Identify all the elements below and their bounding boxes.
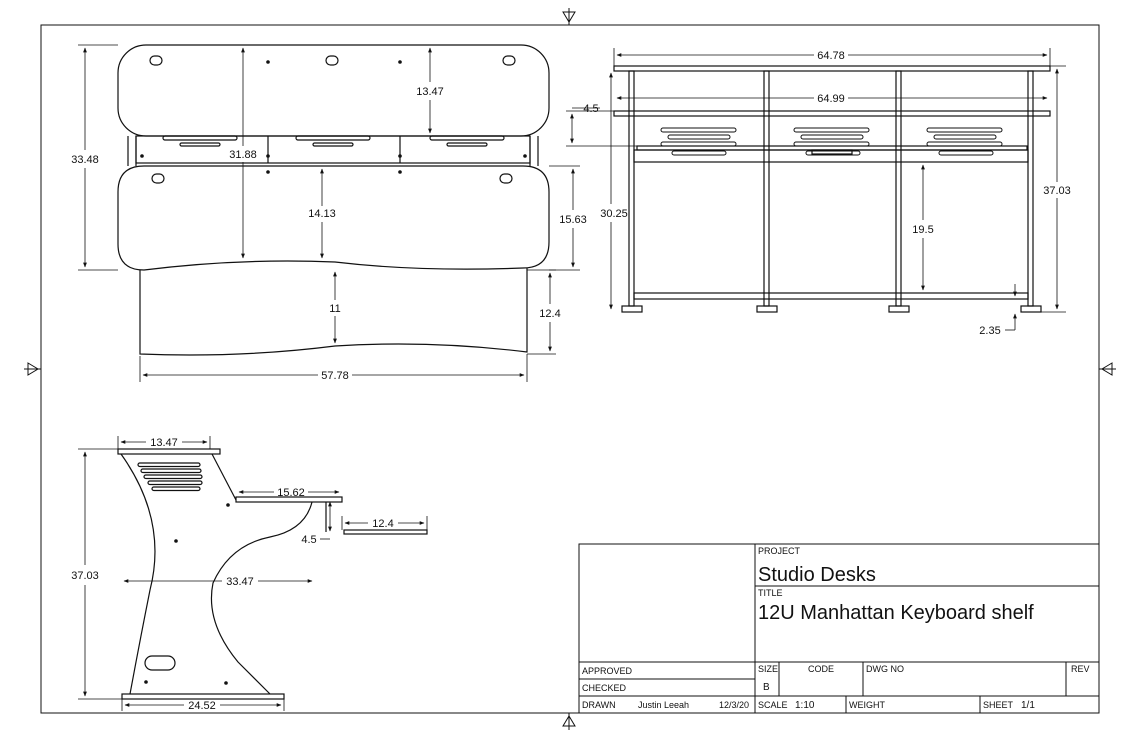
rear-view-vents <box>660 127 1003 156</box>
front-view-bolts <box>140 60 527 174</box>
rev-label: REV <box>1071 664 1090 674</box>
rear-shelf-width-label: 64.99 <box>817 93 845 105</box>
side-view-dimensions <box>78 436 428 711</box>
drawn-label: DRAWN <box>582 700 616 710</box>
front-view <box>117 44 550 356</box>
title-label: TITLE <box>758 588 783 598</box>
project-name: Studio Desks <box>758 564 876 586</box>
rear-top-width-label: 64.78 <box>817 50 845 62</box>
weight-label: WEIGHT <box>849 700 885 710</box>
dwg-no-label: DWG NO <box>866 664 904 674</box>
scale-label: SCALE <box>758 700 788 710</box>
size-label: SIZE <box>758 664 778 674</box>
approved-label: APPROVED <box>582 666 633 676</box>
title-block-text: PROJECT Studio Desks TITLE 12U Manhattan… <box>582 546 1090 711</box>
rear-overall-height-label: 37.03 <box>1043 185 1071 197</box>
front-panel-height-label: 31.88 <box>229 149 257 161</box>
checked-label: CHECKED <box>582 683 627 693</box>
front-side-height-label: 15.63 <box>559 214 587 226</box>
code-label: CODE <box>808 664 834 674</box>
side-top-depth-label: 13.47 <box>150 437 178 449</box>
sheet-value: 1/1 <box>1021 700 1035 711</box>
side-desk-depth-label: 15.62 <box>277 487 305 499</box>
front-base-height-label: 11 <box>329 303 340 315</box>
drawing-title: 12U Manhattan Keyboard shelf <box>758 602 1034 624</box>
side-keyboard-depth-label: 12.4 <box>372 518 393 530</box>
scale-value: 1:10 <box>795 700 815 711</box>
front-inner-height-label: 14.13 <box>308 208 336 220</box>
front-view-dimensions <box>78 44 580 382</box>
rear-view-dimension-labels: 64.78 64.99 4.5 30.25 37.03 19.5 2.35 <box>583 50 1070 337</box>
side-view <box>117 448 428 700</box>
front-view-dimension-labels: 13.47 33.48 31.88 14.13 15.63 11 12.4 57… <box>71 86 587 382</box>
drawn-date: 12/3/20 <box>719 700 749 710</box>
rear-view <box>613 65 1051 313</box>
rear-shelf-drop-label: 4.5 <box>583 103 598 115</box>
drawn-by: Justin Leeah <box>638 700 689 710</box>
side-keyboard-drop-label: 4.5 <box>301 534 316 546</box>
rear-frame-height-label: 30.25 <box>600 208 628 220</box>
side-overall-height-label: 37.03 <box>71 570 99 582</box>
project-label: PROJECT <box>758 546 801 556</box>
front-base-side-height-label: 12.4 <box>539 308 560 320</box>
title-block <box>578 543 1100 714</box>
size-value: B <box>763 682 770 693</box>
front-top-shelf-height-label: 13.47 <box>416 86 444 98</box>
sheet-label: SHEET <box>983 700 1014 710</box>
side-view-dimension-labels: 13.47 37.03 15.62 12.4 4.5 33.47 24.52 <box>71 437 393 712</box>
rear-foot-height-label: 2.35 <box>979 325 1000 337</box>
side-mid-depth-label: 33.47 <box>226 576 254 588</box>
rear-leg-height-label: 19.5 <box>912 224 933 236</box>
front-overall-width-label: 57.78 <box>321 370 349 382</box>
front-overall-height-label: 33.48 <box>71 154 99 166</box>
rear-view-dimensions <box>566 48 1066 331</box>
side-base-depth-label: 24.52 <box>188 700 216 712</box>
side-view-bolts <box>144 503 230 685</box>
sheet-border <box>24 8 1116 730</box>
